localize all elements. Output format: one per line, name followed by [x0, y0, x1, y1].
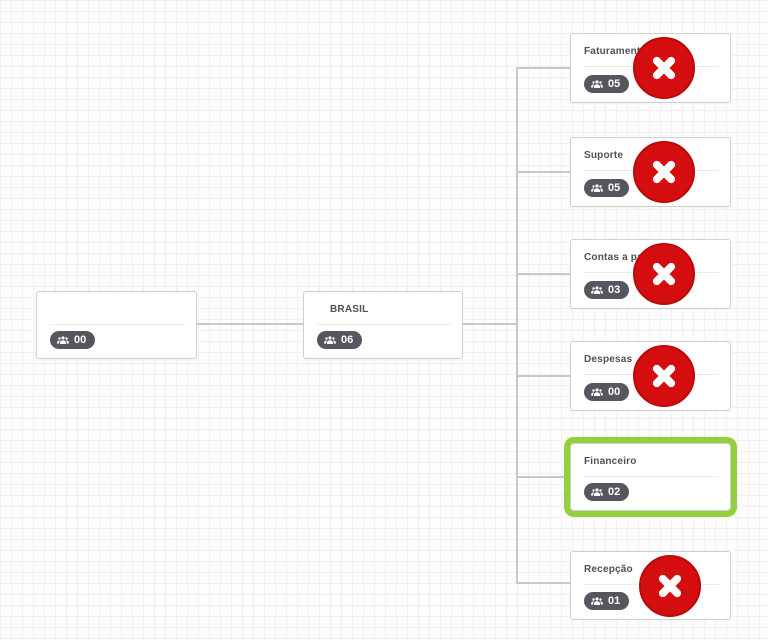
member-count-badge: 03	[584, 281, 630, 299]
delete-node-button[interactable]	[639, 554, 701, 617]
member-count-badge: 06	[317, 331, 363, 349]
users-group-icon	[590, 487, 604, 498]
users-group-icon	[323, 335, 337, 346]
x-icon	[658, 574, 682, 597]
member-count-value: 01	[608, 594, 621, 607]
member-count-value: 00	[74, 333, 87, 346]
connector-branch-contas	[516, 273, 570, 275]
member-count-badge: 01	[584, 592, 630, 610]
node-title: BRASIL	[330, 304, 369, 315]
connector-branch-faturamento	[516, 67, 570, 69]
org-node-contas-a-pagar[interactable]: Contas a pagar 03	[570, 239, 731, 309]
connector-root-brasil	[197, 323, 303, 325]
node-title: Contas a pagar	[584, 252, 660, 263]
member-count-badge: 00	[50, 331, 96, 349]
users-group-icon	[590, 183, 604, 194]
users-group-icon	[56, 335, 70, 346]
users-group-icon	[590, 285, 604, 296]
connector-branch-financeiro	[516, 476, 570, 478]
member-count-badge: 05	[584, 75, 630, 93]
member-count-value: 05	[608, 77, 621, 90]
x-icon	[652, 160, 676, 184]
org-node-despesas[interactable]: Despesas 00	[570, 341, 731, 411]
connector-branch-recepcao	[516, 582, 570, 584]
node-title: Recepção	[584, 564, 633, 575]
delete-node-button[interactable]	[633, 345, 695, 407]
org-node-faturamento[interactable]: Faturamento 05	[570, 33, 731, 103]
node-divider	[50, 324, 185, 325]
org-node-root[interactable]: 00	[36, 291, 197, 359]
users-group-icon	[590, 596, 604, 607]
delete-node-button[interactable]	[633, 141, 695, 203]
node-title: Faturamento	[584, 46, 647, 57]
member-count-badge: 00	[584, 383, 630, 401]
connector-trunk	[516, 67, 518, 584]
org-node-suporte[interactable]: Suporte 05	[570, 137, 731, 207]
node-title: Financeiro	[584, 456, 637, 467]
org-node-recepcao[interactable]: Recepção 01	[570, 551, 731, 620]
member-count-badge: 05	[584, 179, 630, 197]
member-count-value: 06	[341, 333, 354, 346]
member-count-value: 05	[608, 181, 621, 194]
x-icon	[652, 56, 676, 80]
users-group-icon	[590, 387, 604, 398]
node-title: Suporte	[584, 150, 624, 161]
users-group-icon	[590, 79, 604, 90]
connector-brasil-trunk	[463, 323, 517, 325]
node-title: Despesas	[584, 354, 633, 365]
member-count-badge: 02	[584, 483, 630, 501]
node-divider	[317, 324, 451, 325]
x-icon	[652, 364, 676, 388]
member-count-value: 02	[608, 485, 621, 498]
node-divider	[584, 476, 719, 477]
connector-branch-suporte	[516, 171, 570, 173]
delete-node-button[interactable]	[633, 243, 695, 305]
delete-node-button[interactable]	[633, 37, 695, 99]
x-icon	[652, 262, 676, 286]
org-node-brasil[interactable]: BRASIL 06	[303, 291, 463, 359]
member-count-value: 03	[608, 283, 621, 296]
org-node-financeiro[interactable]: Financeiro 02	[570, 443, 731, 511]
member-count-value: 00	[608, 385, 621, 398]
connector-branch-despesas	[516, 375, 570, 377]
